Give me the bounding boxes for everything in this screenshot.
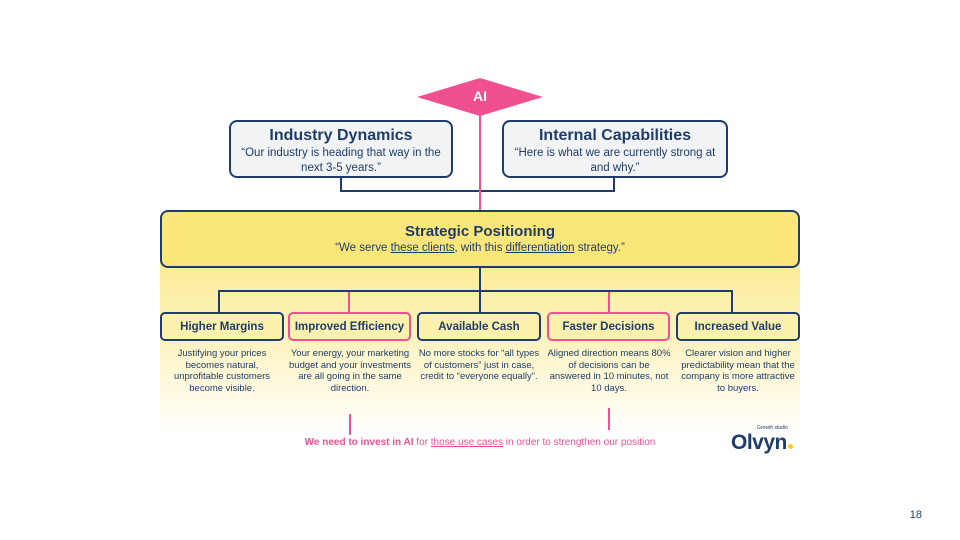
pillar-description: Clearer vision and higher predictability…	[681, 348, 795, 394]
pillar-description: No more stocks for “all types of custome…	[418, 348, 540, 382]
industry-quote: “Our industry is heading that way in the…	[241, 147, 441, 174]
logo-name: Olvyn	[731, 431, 787, 454]
text: , with this	[454, 242, 506, 254]
ai-diamond	[417, 78, 543, 116]
internal-title: Internal Capabilities	[538, 127, 692, 144]
text: for	[413, 437, 431, 448]
pillar-description: Your energy, your marketing budget and y…	[289, 348, 411, 394]
connector	[218, 290, 220, 312]
page-number: 18	[909, 509, 922, 521]
strategic-title: Strategic Positioning	[404, 223, 555, 240]
logo-tagline: Growth studio	[757, 425, 788, 431]
ai-connector	[479, 110, 481, 210]
pillar-description: Justifying your prices becomes natural, …	[173, 348, 271, 394]
underlined-text: those use cases	[430, 437, 504, 448]
connector	[340, 190, 615, 192]
pillar-increased-value: Increased Value	[676, 312, 800, 341]
connector	[348, 292, 350, 312]
connector	[608, 408, 610, 430]
industry-title: Industry Dynamics	[269, 127, 413, 144]
industry-dynamics-box: Industry Dynamics “Our industry is headi…	[229, 120, 453, 178]
pillar-available-cash: Available Cash	[417, 312, 541, 341]
pillar-faster-decisions: Faster Decisions	[547, 312, 670, 341]
pillar-improved-efficiency: Improved Efficiency	[288, 312, 411, 341]
connector	[349, 414, 351, 435]
internal-capabilities-box: Internal Capabilities “Here is what we a…	[502, 120, 728, 178]
ai-label: AI	[473, 88, 487, 104]
connector	[479, 268, 481, 291]
connector	[340, 178, 342, 191]
logo-dot	[787, 444, 793, 449]
strategic-quote: “We serve these clients, with this diffe…	[162, 242, 798, 254]
underlined-text: differentiation	[505, 242, 575, 254]
strategic-positioning-box: Strategic Positioning “We serve these cl…	[160, 210, 800, 268]
text: strategy.”	[574, 242, 625, 254]
text: in order to strengthen our position	[503, 437, 656, 448]
internal-quote: “Here is what we are currently strong at…	[514, 147, 716, 174]
text: “We serve	[335, 242, 391, 254]
pillar-higher-margins: Higher Margins	[160, 312, 284, 341]
connector	[218, 290, 733, 292]
connector	[479, 290, 481, 312]
underlined-text: these clients	[390, 242, 455, 254]
olvyn-logo: Growth studio Olvyn	[731, 425, 806, 455]
connector	[613, 178, 615, 191]
pillar-description: Aligned direction means 80% of decisions…	[547, 348, 671, 394]
text: We need to invest in AI	[304, 437, 414, 448]
connector	[731, 290, 733, 312]
conclusion: We need to invest in AI for those use ca…	[160, 437, 800, 448]
connector	[608, 292, 610, 312]
